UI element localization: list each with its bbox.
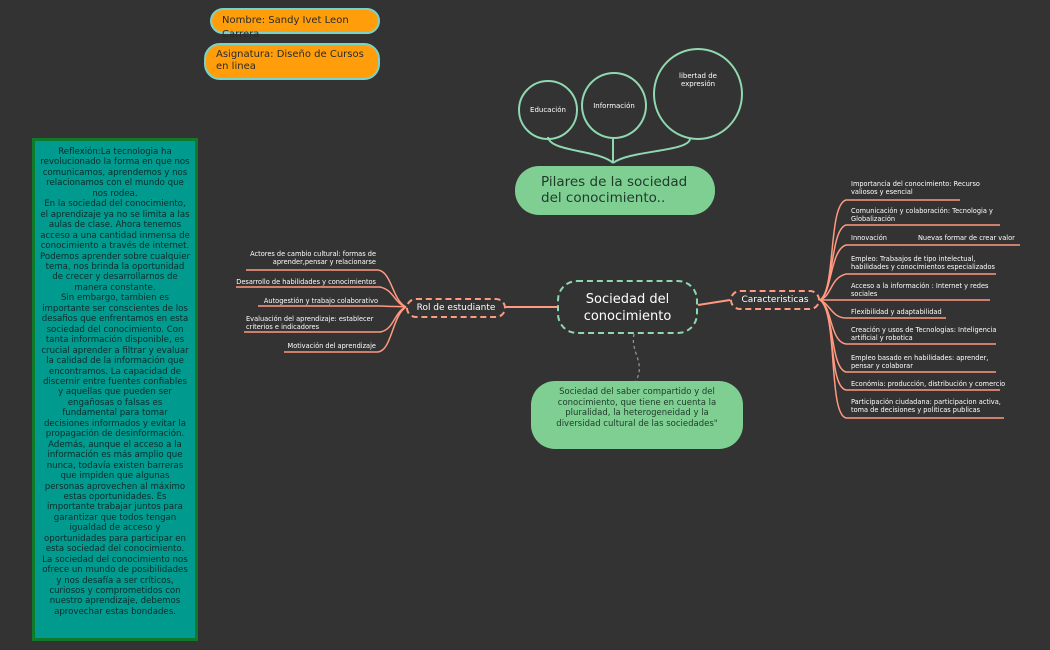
- characteristics-item: Flexibilidad y adaptabilidad: [851, 308, 942, 316]
- characteristics-item: Innovación: [851, 234, 887, 242]
- pillar-circle-information: Información: [581, 72, 647, 139]
- student-role-item: Autogestión y trabajo colaborativo: [263, 297, 378, 305]
- pillars-title-block: Pilares de la sociedad del conocimiento.…: [515, 166, 715, 215]
- characteristics-item: Empleo: Trabaajos de tipo intelectual, h…: [851, 255, 995, 271]
- characteristics-item: Empleo basado en habilidades: aprender, …: [851, 354, 989, 370]
- definition-block: Sociedad del saber compartido y del cono…: [531, 381, 743, 449]
- characteristics-item: Económia: producción, distribución y com…: [851, 380, 1006, 388]
- student-role-item: Motivación del aprendizaje: [287, 342, 376, 350]
- characteristics-item: Creación y usos de Tecnologias: Intelige…: [851, 326, 997, 342]
- characteristics-node: Caracteristicas: [730, 290, 820, 310]
- characteristics-item-detail: Nuevas formar de crear valor: [918, 234, 1015, 242]
- characteristics-item: Acceso a la información : Internet y red…: [851, 282, 989, 298]
- student-role-item: Actores de cambio cultural: formas de ap…: [250, 250, 376, 266]
- pillar-circle-education: Educación: [518, 80, 578, 140]
- reflection-panel: Reflexión:La tecnologia ha revolucionado…: [32, 138, 198, 641]
- course-label: Asignatura: Diseño de Cursos en linea: [204, 43, 380, 80]
- student-role-item: Desarrollo de habilidades y conocimiento…: [236, 278, 376, 286]
- central-topic-node: Sociedad del conocimiento: [557, 280, 698, 334]
- characteristics-item: Comunicación y colaboración: Tecnologia …: [851, 207, 993, 223]
- pillar-label: Educación: [530, 106, 566, 114]
- pillar-circle-freedom-of-expression: libertad de expresión: [653, 48, 743, 140]
- pillar-label: libertad de expresión: [679, 72, 717, 88]
- student-role-node: Rol de estudiante: [406, 298, 506, 318]
- student-name-label: Nombre: Sandy Ivet Leon Carrera: [210, 8, 380, 40]
- pillar-label: Información: [593, 101, 635, 110]
- characteristics-item: Participación ciudadana: participacion a…: [851, 398, 1001, 414]
- characteristics-item: Importancia del conocimiento: Recurso va…: [851, 180, 980, 196]
- student-role-item: Evaluación del aprendizaje: establecer c…: [246, 315, 374, 331]
